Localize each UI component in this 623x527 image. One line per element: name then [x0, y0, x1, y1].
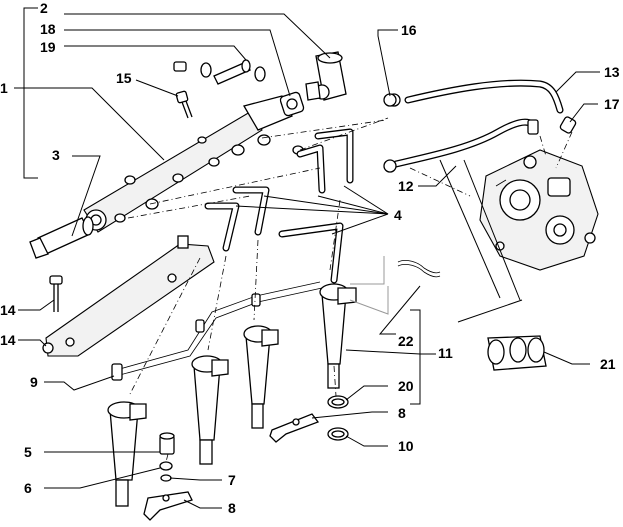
seal-ring-19 — [327, 395, 349, 409]
callout-10: 10 — [398, 438, 414, 454]
callout-3: 3 — [52, 147, 60, 163]
retaining-clip-22 — [349, 256, 441, 315]
washer-6 — [159, 461, 173, 471]
callout-19: 20 — [398, 378, 414, 394]
callout-7: 7 — [228, 472, 236, 488]
washer-7 — [160, 474, 172, 482]
pump-connector-18 — [487, 335, 547, 371]
callout-1: 1 — [0, 80, 8, 96]
screw-fitting-21 — [200, 59, 266, 85]
seal-ring-10 — [327, 427, 349, 441]
callout-11: 11 — [438, 345, 453, 361]
assembly-lines — [127, 117, 573, 463]
connector-17-right — [559, 116, 577, 134]
callout-6: 6 — [24, 480, 32, 496]
fuel-pipe-12 — [383, 118, 539, 173]
fuel-pipe-13 — [387, 79, 564, 114]
injector-b — [191, 355, 229, 465]
callout-8-bottom: 8 — [228, 500, 236, 516]
high-pressure-pump — [479, 149, 599, 271]
callout-16: 14 — [0, 302, 16, 318]
injector-c — [243, 325, 279, 429]
bolt-15 — [173, 61, 193, 119]
callout-20: 18 — [40, 21, 56, 37]
callout-labels: 2 18 19 1 15 3 16 13 17 12 4 14 14 9 22 … — [0, 0, 620, 516]
spacer-5 — [159, 432, 175, 455]
callout-22: 22 — [398, 333, 414, 349]
callout-4: 4 — [394, 207, 402, 223]
high-pressure-pipes — [204, 128, 354, 284]
support-bracket-14 — [42, 235, 215, 357]
callout-2: 2 — [40, 0, 48, 16]
clamp-8-bottom — [143, 491, 193, 521]
callout-17-right: 17 — [604, 96, 620, 112]
callout-5: 5 — [24, 444, 32, 460]
callout-1-bracket — [14, 7, 38, 179]
pressure-sensor — [29, 216, 94, 259]
callout-18: 21 — [600, 356, 616, 372]
callout-15: 15 — [116, 70, 132, 86]
bolt-16 — [49, 275, 63, 312]
callout-17-top: 16 — [401, 22, 417, 38]
callout-13: 13 — [604, 64, 620, 80]
pressure-regulator — [305, 51, 347, 101]
return-pipe-9 — [111, 281, 323, 381]
leader-lines — [14, 13, 600, 509]
callout-8-middle: 8 — [398, 405, 406, 421]
callout-12: 12 — [398, 178, 414, 194]
clamp-8-middle — [269, 413, 320, 443]
seal-ring-20 — [279, 91, 305, 117]
callout-14: 14 — [0, 332, 16, 348]
callout-9: 9 — [30, 374, 38, 390]
callout-21: 19 — [40, 39, 56, 55]
injector-d — [319, 283, 357, 389]
fuel-rail — [83, 95, 304, 233]
injector-a — [107, 401, 147, 507]
